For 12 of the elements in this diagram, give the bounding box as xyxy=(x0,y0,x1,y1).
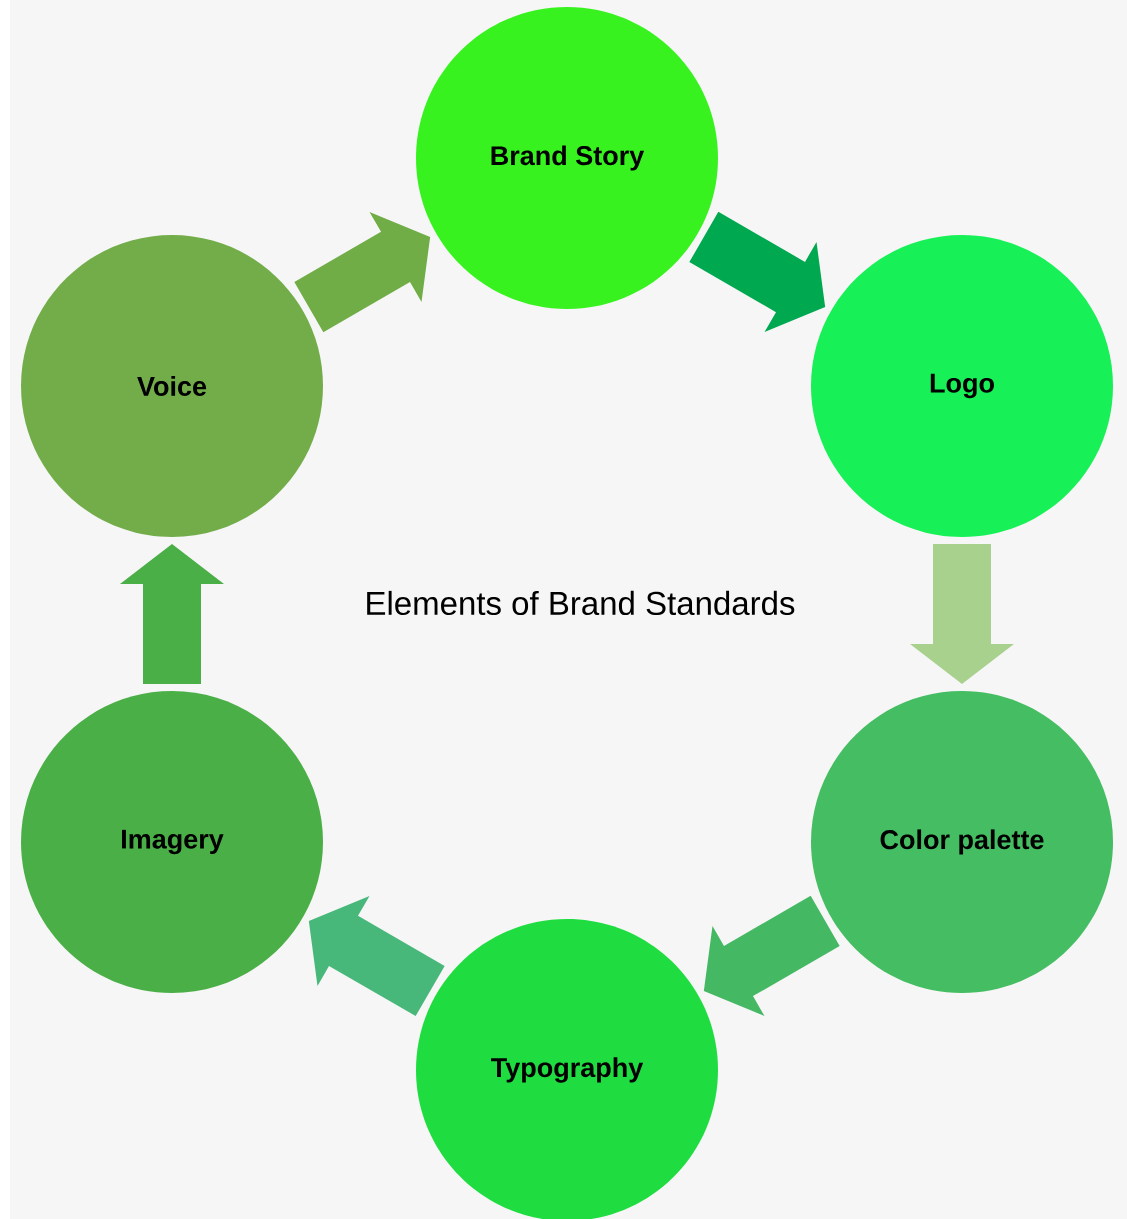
circle-node: Logo xyxy=(811,235,1113,537)
block-arrow xyxy=(910,544,1014,684)
block-arrow xyxy=(308,895,445,1017)
circle-node: Voice xyxy=(21,235,323,537)
circle-node: Brand Story xyxy=(416,7,718,309)
block-arrow xyxy=(689,211,826,333)
block-arrow xyxy=(294,211,431,333)
block-arrow xyxy=(120,544,224,684)
block-arrow xyxy=(703,895,840,1017)
circle-node: Color palette xyxy=(811,691,1113,993)
circle-node: Imagery xyxy=(21,691,323,993)
title: Elements of Brand Standards xyxy=(367,590,795,616)
